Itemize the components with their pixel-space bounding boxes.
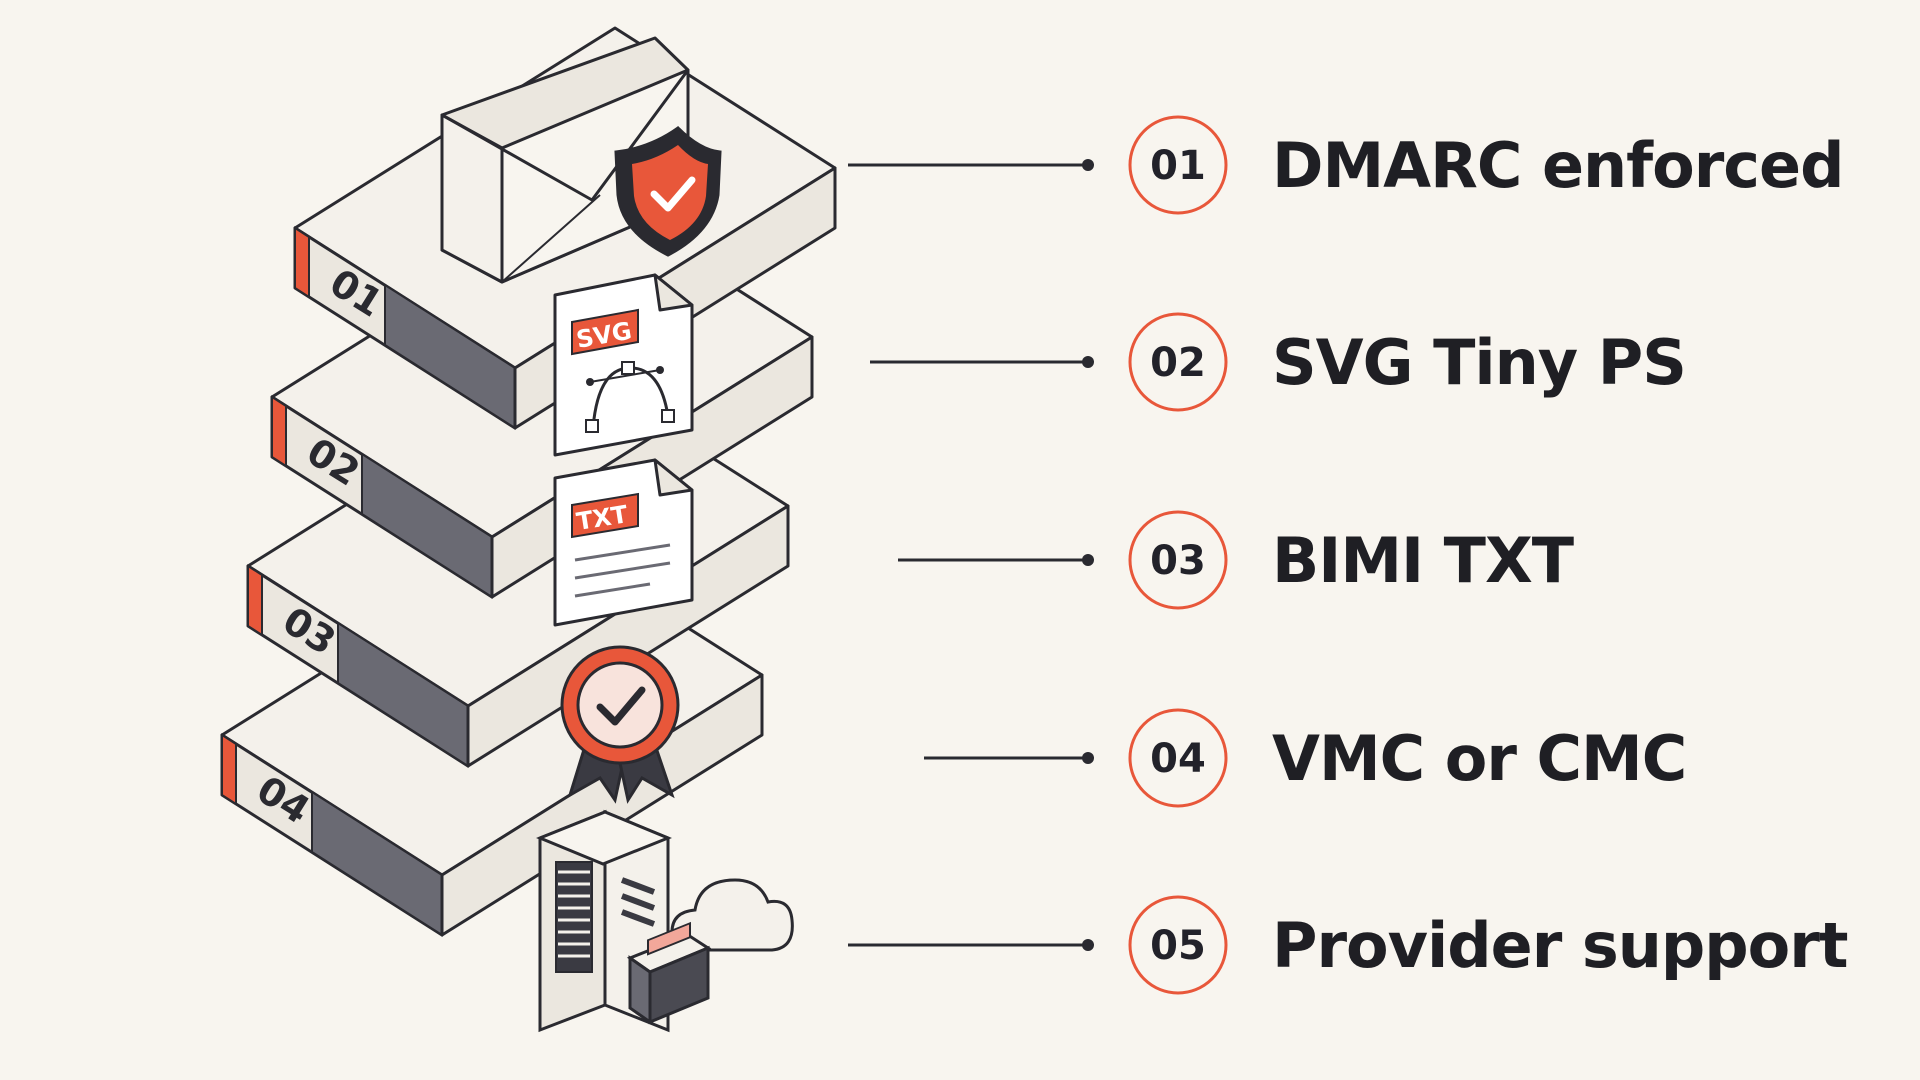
step-number-circle [1128,510,1228,610]
step-number-circle [1128,312,1228,412]
connector-dot [1082,554,1094,566]
connector-dot [1082,752,1094,764]
step-row: 04 VMC or CMC [924,708,1687,808]
step-number: 01 [1150,143,1206,189]
svg-file-icon: SVG [553,273,694,457]
step-label: SVG Tiny PS [1272,326,1686,399]
step-row: 05 Provider support [848,895,1849,995]
step-row: 01 DMARC enforced [848,115,1845,215]
step-row: 02 SVG Tiny PS [870,312,1687,412]
connector-dot [1082,356,1094,368]
txt-file-icon: TXT [553,458,694,627]
step-number: 02 [1150,340,1206,386]
step-label: BIMI TXT [1272,524,1574,597]
envelope-shield-icon [440,36,722,284]
step-number-circle [1128,708,1228,808]
step-row: 03 BIMI TXT [898,510,1575,610]
step-label: Provider support [1272,909,1848,982]
connector-dot [1082,939,1094,951]
connector-dot [1082,159,1094,171]
step-number-circle [1128,115,1228,215]
step-number-circle [1128,895,1228,995]
step-number: 03 [1150,538,1206,584]
step-number: 04 [1150,736,1206,782]
step-number: 05 [1150,923,1206,969]
step-label: DMARC enforced [1272,129,1844,202]
step-label: VMC or CMC [1272,722,1686,795]
server-cloud-icon [536,809,794,1033]
certificate-rosette-icon [560,645,680,804]
